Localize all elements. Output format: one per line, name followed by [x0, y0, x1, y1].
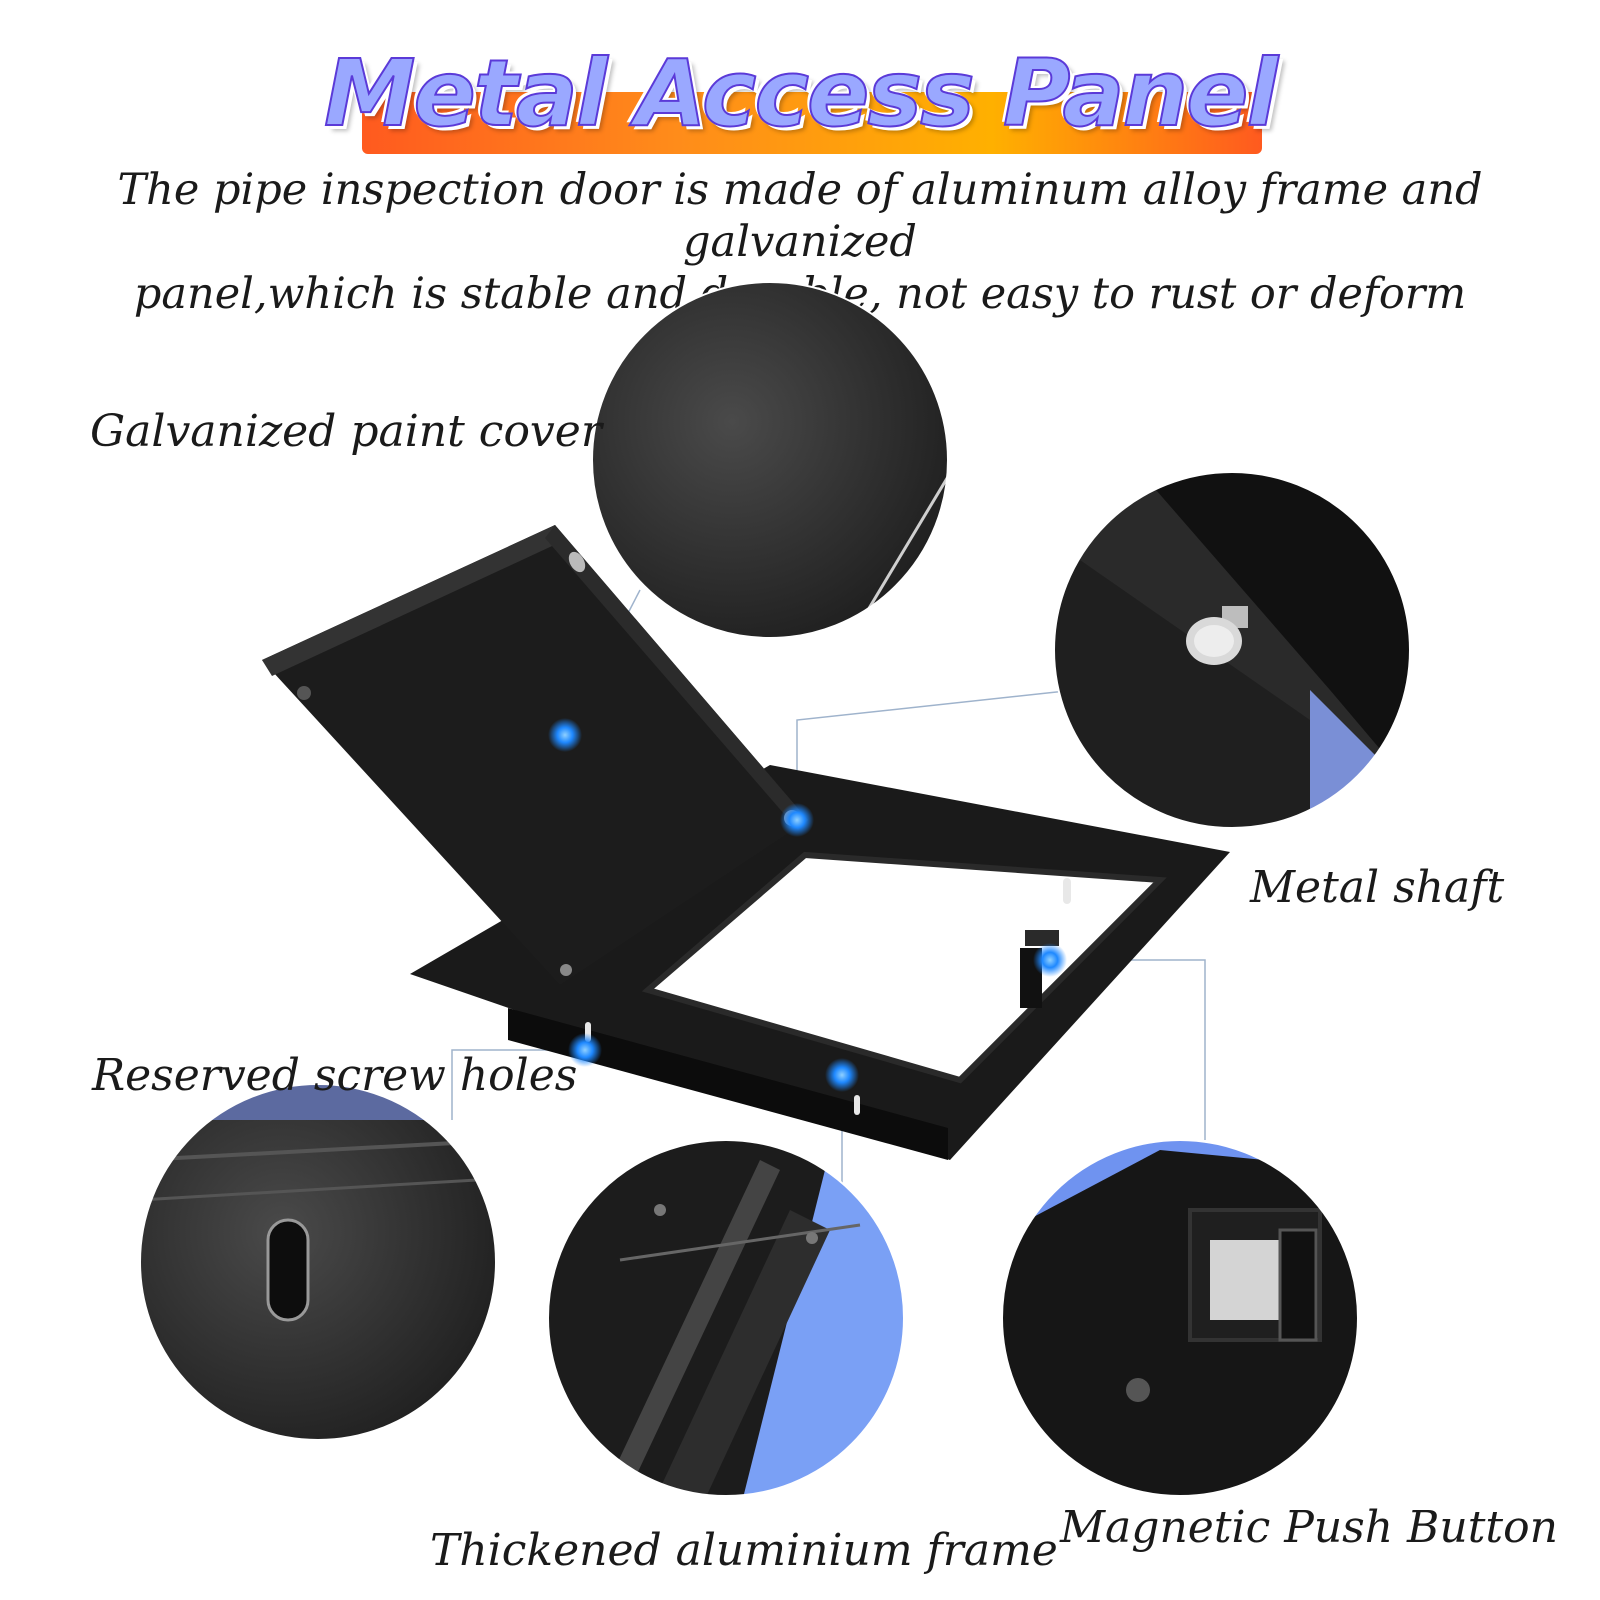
label-screw-holes: Reserved screw holes	[92, 1050, 578, 1101]
label-metal-shaft: Metal shaft	[1250, 862, 1505, 913]
title-banner	[362, 92, 1262, 154]
detail-cover-circle	[592, 282, 948, 638]
detail-push-button-circle	[1002, 1140, 1358, 1496]
access-panel-product	[262, 525, 1230, 1160]
detail-circle-borders	[139, 281, 1411, 1497]
detail-frame-circle	[548, 1140, 904, 1496]
callout-markers	[548, 718, 1067, 1092]
label-push-button: Magnetic Push Button	[1060, 1502, 1558, 1553]
label-galvanized-cover: Galvanized paint cover	[90, 406, 602, 457]
detail-screw-hole-circle	[140, 1084, 496, 1440]
page-title: Metal Access Panel	[323, 39, 1279, 148]
description-line-1: The pipe inspection door is made of alum…	[117, 165, 1483, 267]
label-aluminium-frame: Thickened aluminium frame	[430, 1525, 1058, 1576]
detail-shaft-circle	[1054, 472, 1410, 828]
